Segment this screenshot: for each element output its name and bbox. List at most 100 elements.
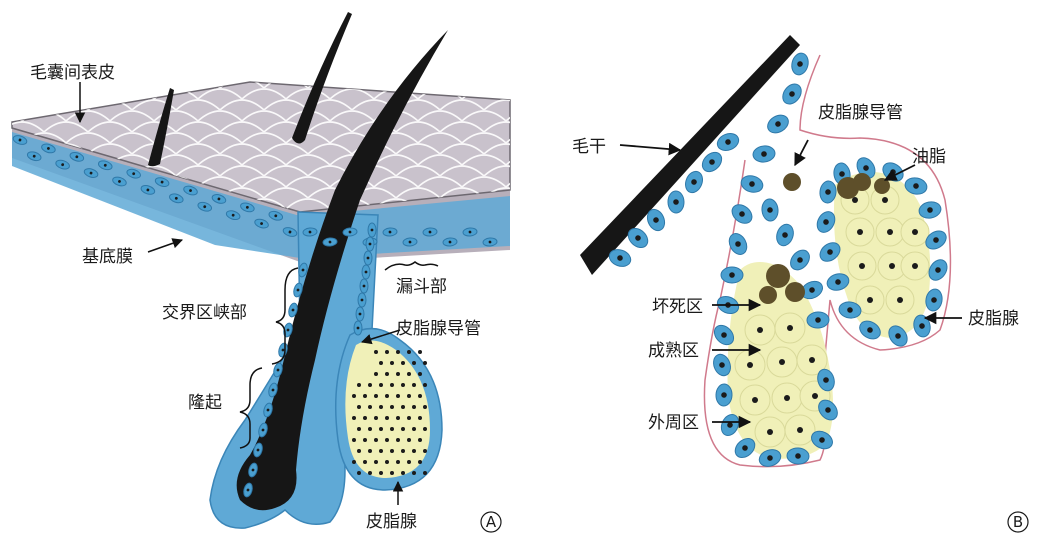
label-maturation-zone: 成熟区 (648, 340, 699, 361)
panel-b: 毛干 皮脂腺导管 油脂 坏死区 成熟区 外周区 皮脂腺 B (572, 35, 1028, 532)
label-sebaceous-gland-a: 皮脂腺 (366, 512, 417, 532)
basal-cell (682, 169, 705, 195)
sebocyte-nucleus (423, 361, 427, 365)
basal-cell (790, 51, 811, 76)
sebocyte-nucleus (912, 229, 918, 235)
sebocyte-nucleus (363, 394, 367, 398)
sebocyte (886, 286, 914, 314)
sebocyte-nucleus (787, 325, 793, 331)
sebocyte-nucleus (357, 449, 361, 453)
basal-cell (356, 307, 364, 321)
sebocyte-nucleus (379, 361, 383, 365)
sebocyte-nucleus (809, 357, 815, 363)
sebocyte-nucleus (407, 460, 411, 464)
arrow-basement (148, 240, 182, 252)
sebocyte (846, 218, 874, 246)
sebocyte-nucleus (412, 361, 416, 365)
sebocyte-nucleus (423, 471, 427, 475)
sebocyte-nucleus (390, 427, 394, 431)
basal-cell (764, 112, 791, 137)
sebocyte (755, 417, 785, 447)
sebocyte-nucleus (757, 327, 763, 333)
basal-cell (360, 279, 368, 293)
label-basement-membrane: 基底膜 (82, 247, 133, 267)
sebocyte (735, 350, 765, 380)
sebocyte-nucleus (390, 449, 394, 453)
sebocyte-nucleus (912, 263, 918, 269)
sebocyte-nucleus (379, 383, 383, 387)
sebocyte-nucleus (401, 471, 405, 475)
sebocyte-nucleus (752, 397, 758, 403)
cell-nucleus (367, 257, 370, 260)
sebocyte-nucleus (396, 372, 400, 376)
sebum-clump (874, 178, 890, 194)
sebocyte (740, 385, 770, 415)
sebocyte-nucleus (374, 350, 378, 354)
sebocyte-nucleus (401, 383, 405, 387)
sebocyte-nucleus (418, 350, 422, 354)
sebocyte (901, 218, 929, 246)
panel-b-marker: B (1013, 513, 1023, 531)
basal-cell (716, 384, 733, 407)
sebocyte-nucleus (379, 427, 383, 431)
sebocyte (775, 313, 805, 343)
basal-cell (366, 237, 374, 251)
sebocyte-nucleus (401, 361, 405, 365)
label-hair-shaft: 毛干 (572, 137, 606, 157)
sebocyte-nucleus (357, 471, 361, 475)
sebocyte-nucleus (368, 383, 372, 387)
sebum-clump (783, 173, 801, 191)
sebocyte-nucleus (385, 460, 389, 464)
basal-cell (787, 246, 814, 273)
basal-cell (721, 267, 743, 283)
panel-a-marker: A (486, 513, 497, 531)
arrow-duct-b (795, 140, 808, 165)
cell-nucleus (359, 313, 362, 316)
sebocyte-nucleus (352, 416, 356, 420)
sebocyte-nucleus (784, 395, 790, 401)
sebocyte-nucleus (418, 416, 422, 420)
sebocyte (901, 252, 929, 280)
sebocyte-nucleus (396, 350, 400, 354)
sebocyte-nucleus (412, 383, 416, 387)
sebocyte-nucleus (352, 460, 356, 464)
sebocyte-nucleus (396, 438, 400, 442)
basal-cell (368, 223, 376, 237)
sebocyte-nucleus (368, 405, 372, 409)
sebocyte-nucleus (401, 405, 405, 409)
basal-cell (668, 191, 684, 213)
sebocyte-nucleus (363, 416, 367, 420)
sebocyte-nucleus (423, 427, 427, 431)
basal-cell (779, 80, 805, 107)
sebum-clump (759, 286, 777, 304)
sebocyte-nucleus (385, 350, 389, 354)
sebocyte-nucleus (390, 383, 394, 387)
label-interfollicular-epidermis: 毛囊间表皮 (30, 63, 115, 83)
sebocyte-nucleus (385, 416, 389, 420)
sebocyte-nucleus (363, 460, 367, 464)
sebocyte-nucleus (412, 471, 416, 475)
sebocyte (745, 315, 775, 345)
sebocyte-nucleus (357, 383, 361, 387)
cell-nucleus (371, 229, 374, 232)
basal-cell (358, 293, 366, 307)
sebocyte-nucleus (897, 297, 903, 303)
sebocyte-nucleus (385, 394, 389, 398)
cell-nucleus (361, 299, 364, 302)
sebocyte-nucleus (352, 394, 356, 398)
sebocyte-nucleus (889, 263, 895, 269)
sebocyte-nucleus (396, 416, 400, 420)
cell-nucleus (729, 272, 735, 278)
label-infundibulum: 漏斗部 (396, 277, 447, 297)
sebocyte-nucleus (423, 405, 427, 409)
label-junctional-isthmus: 交界区峡部 (162, 303, 247, 323)
sebocyte-nucleus (412, 427, 416, 431)
sebocyte-nucleus (857, 229, 863, 235)
sebocyte-nucleus (363, 438, 367, 442)
sebocyte-nucleus (374, 394, 378, 398)
sebocyte-nucleus (887, 229, 893, 235)
sebocyte-nucleus (797, 427, 803, 433)
sebocyte-nucleus (852, 197, 858, 203)
basal-cell (761, 198, 779, 221)
